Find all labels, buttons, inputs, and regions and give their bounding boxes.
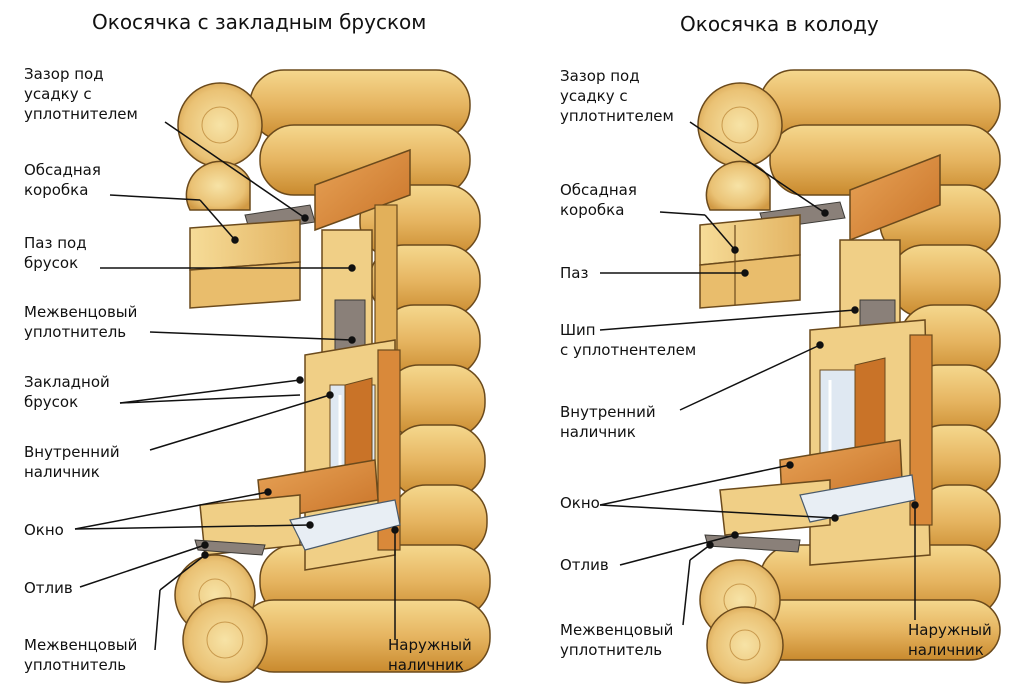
label-line: уплотнителем (24, 105, 138, 123)
right-assembly (697, 69, 1001, 684)
left-casing-box (189, 148, 411, 361)
label-left-outer-trim: Наружный наличник (388, 635, 472, 675)
left-window-frame (194, 339, 401, 571)
label-line: коробка (560, 201, 625, 219)
label-left-sill: Отлив (24, 578, 73, 598)
leader-left-gap (164, 121, 306, 219)
label-right-window: Окно (560, 493, 600, 513)
label-line: уплотнителем (560, 107, 674, 125)
label-line: Зазор под (24, 65, 104, 83)
label-line: коробка (24, 181, 89, 199)
label-line: Окно (24, 521, 64, 539)
label-line: Закладной (24, 373, 110, 391)
leader-lines (74, 121, 919, 651)
label-line: Межвенцовый (24, 636, 138, 654)
label-left-casing-box: Обсадная коробка (24, 160, 101, 200)
label-line: Шип (560, 321, 596, 339)
label-right-casing-box: Обсадная коробка (560, 180, 637, 220)
label-right-sill: Отлив (560, 555, 609, 575)
left-log-ends (174, 82, 268, 683)
label-left-groove: Паз под брусок (24, 233, 87, 273)
label-line: Межвенцовый (560, 621, 674, 639)
label-line: Внутренний (24, 443, 120, 461)
right-log-ends (697, 82, 784, 684)
diagram-title-right: Окосячка в колоду (680, 12, 879, 36)
label-line: брусок (24, 393, 79, 411)
label-line: уплотнитель (24, 656, 127, 674)
label-right-outer-trim: Наружный наличник (908, 620, 992, 660)
label-line: с уплотнентелем (560, 341, 697, 359)
label-line: Паз (560, 264, 589, 282)
label-line: уплотнитель (560, 641, 663, 659)
label-right-crown-sealant-bottom: Межвенцовый уплотнитель (560, 620, 673, 660)
label-line: Обсадная (24, 161, 101, 179)
label-line: Обсадная (560, 181, 637, 199)
label-line: наличник (560, 423, 636, 441)
label-line: Внутренний (560, 403, 656, 421)
label-left-window: Окно (24, 520, 64, 540)
label-line: наличник (388, 656, 464, 674)
label-right-gap: Зазор под усадку с уплотнителем (560, 66, 674, 126)
label-line: Отлив (560, 556, 609, 574)
label-right-tenon: Шип с уплотнентелем (560, 320, 696, 360)
label-left-crown-sealant: Межвенцовый уплотнитель (24, 302, 137, 342)
label-left-inner-trim: Внутренний наличник (24, 442, 120, 482)
left-assembly (174, 69, 491, 683)
right-log-wall (744, 69, 1001, 661)
label-line: усадку с (560, 87, 628, 105)
label-line: Окно (560, 494, 600, 512)
label-line: Наружный (388, 636, 472, 654)
label-line: наличник (908, 641, 984, 659)
label-left-crown-sealant-bottom: Межвенцовый уплотнитель (24, 635, 137, 675)
label-line: Паз под (24, 234, 87, 252)
diagram-title-left: Окосячка с закладным бруском (92, 10, 427, 34)
label-line: Отлив (24, 579, 73, 597)
label-line: Наружный (908, 621, 992, 639)
label-line: Межвенцовый (24, 303, 138, 321)
label-line: усадку с (24, 85, 92, 103)
label-left-embedded-bar: Закладной брусок (24, 372, 110, 412)
label-left-gap: Зазор под усадку с уплотнителем (24, 64, 138, 124)
label-line: Зазор под (560, 67, 640, 85)
label-right-inner-trim: Внутренний наличник (560, 402, 656, 442)
label-right-groove: Паз (560, 263, 588, 283)
label-line: уплотнитель (24, 323, 127, 341)
right-window-frame (704, 319, 933, 566)
label-line: брусок (24, 254, 79, 272)
label-line: наличник (24, 463, 100, 481)
